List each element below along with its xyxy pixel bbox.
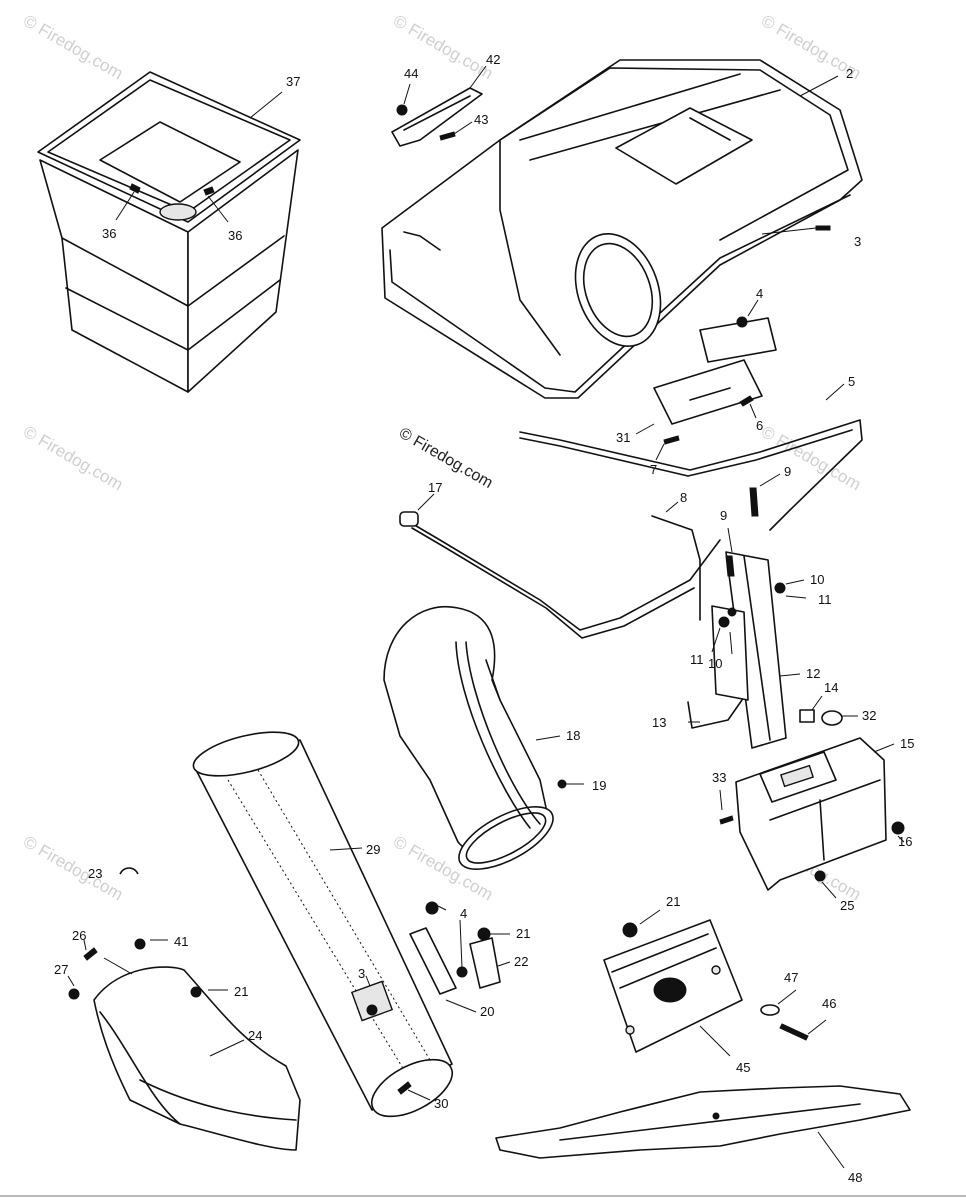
- label-part-15: 15: [900, 736, 914, 751]
- label-part-31: 31: [616, 430, 630, 445]
- watermark: © Firedog.com: [20, 422, 126, 494]
- label-part-9: 9: [784, 464, 791, 479]
- label-part-22: 22: [514, 954, 528, 969]
- label-part-44: 44: [404, 66, 418, 81]
- label-part-21: 21: [516, 926, 530, 941]
- label-part-12: 12: [806, 666, 820, 681]
- label-part-2: 2: [846, 66, 853, 81]
- label-part-3: 3: [854, 234, 861, 249]
- label-part-32: 32: [862, 708, 876, 723]
- part-24-deflector: [67, 867, 301, 1151]
- part-labels: 37 36 36 44 42 43 2 3 4 5 31 6 7 9 17 8 …: [54, 52, 914, 1185]
- label-part-48: 48: [848, 1170, 862, 1185]
- part-2-cover: [381, 59, 863, 399]
- label-part-25: 25: [840, 898, 854, 913]
- label-part-37: 37: [286, 74, 300, 89]
- part-42-bracket: [391, 65, 487, 147]
- label-part-3: 3: [358, 966, 365, 981]
- label-part-26: 26: [72, 928, 86, 943]
- watermark-main: © Firedog.com: [396, 425, 496, 492]
- label-part-42: 42: [486, 52, 500, 67]
- label-part-19: 19: [592, 778, 606, 793]
- part-45-adapter: [603, 909, 827, 1057]
- label-part-23: 23: [88, 866, 102, 881]
- part-29-tube: [192, 731, 453, 1118]
- part-18-elbow: [383, 605, 584, 870]
- label-part-11: 11: [690, 652, 704, 667]
- label-part-11: 11: [818, 592, 832, 607]
- label-part-17: 17: [428, 480, 442, 495]
- label-part-46: 46: [822, 996, 836, 1011]
- label-part-9: 9: [720, 508, 727, 523]
- label-part-13: 13: [652, 715, 666, 730]
- label-part-29: 29: [366, 842, 380, 857]
- watermark: © Firedog.com: [20, 832, 126, 904]
- label-part-24: 24: [248, 1028, 262, 1043]
- label-part-8: 8: [680, 490, 687, 505]
- label-part-10: 10: [810, 572, 824, 587]
- part-5-8-handle: [399, 383, 863, 639]
- label-part-4: 4: [460, 906, 467, 921]
- label-part-43: 43: [474, 112, 488, 127]
- part-12-arm: [687, 527, 807, 749]
- label-part-7: 7: [650, 462, 657, 477]
- label-part-36: 36: [102, 226, 116, 241]
- label-part-6: 6: [756, 418, 763, 433]
- label-part-18: 18: [566, 728, 580, 743]
- label-part-14: 14: [824, 680, 838, 695]
- watermark: © Firedog.com: [20, 11, 126, 83]
- label-part-45: 45: [736, 1060, 750, 1075]
- label-part-47: 47: [784, 970, 798, 985]
- label-part-4: 4: [756, 286, 763, 301]
- label-part-41: 41: [174, 934, 188, 949]
- label-part-16: 16: [898, 834, 912, 849]
- label-part-30: 30: [434, 1096, 448, 1111]
- label-part-33: 33: [712, 770, 726, 785]
- label-part-27: 27: [54, 962, 68, 977]
- part-20-clamp: [350, 901, 511, 1022]
- label-part-21: 21: [666, 894, 680, 909]
- watermark: © Firedog.com: [758, 422, 864, 494]
- part-37-bag: [37, 71, 301, 393]
- part-31-bracket: [635, 299, 777, 461]
- label-part-20: 20: [480, 1004, 494, 1019]
- label-part-36: 36: [228, 228, 242, 243]
- part-15-mount: [719, 695, 905, 899]
- label-part-21: 21: [234, 984, 248, 999]
- label-part-10: 10: [708, 656, 722, 671]
- label-part-5: 5: [848, 374, 855, 389]
- part-48-blade: [495, 1085, 911, 1169]
